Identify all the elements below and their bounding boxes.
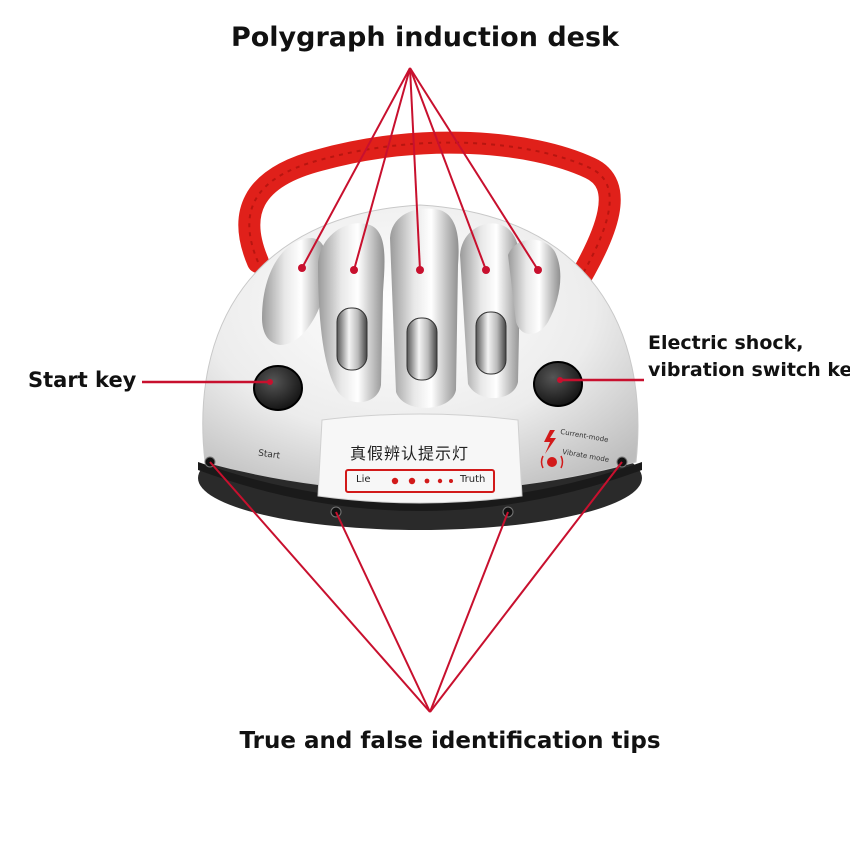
start-button[interactable] (253, 365, 303, 411)
switch-key-pointer (557, 377, 644, 383)
switch-key-label-line2: vibration switch key (648, 359, 850, 381)
switch-key-label: Electric shock, vibration switch key (648, 330, 850, 384)
tips-label: True and false identification tips (239, 728, 661, 754)
carry-strap (238, 131, 621, 303)
vibrate-icon (540, 455, 564, 469)
switch-key-label-line1: Electric shock, (648, 332, 804, 354)
start-key-label: Start key (28, 368, 137, 392)
device-lie-label: Lie (356, 474, 371, 485)
title-pointer-lines (301, 67, 539, 271)
start-key-pointer (142, 379, 273, 385)
tips-pointer-lines (209, 461, 623, 713)
device-truth-label: Truth (460, 474, 486, 485)
indicator-panel (317, 413, 523, 504)
metal-electrodes (336, 307, 507, 381)
mode-switch-button[interactable] (533, 361, 583, 407)
page-title: Polygraph induction desk (230, 22, 620, 53)
lightning-icon (544, 430, 556, 454)
device-panel-chinese: 真假辨认提示灯 (350, 444, 470, 463)
